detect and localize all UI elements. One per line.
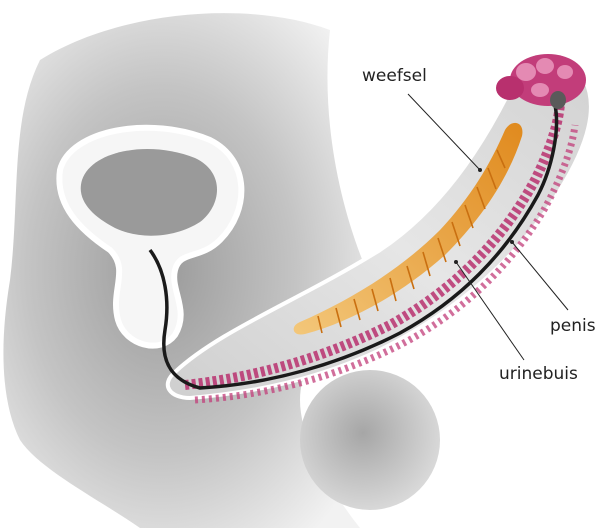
label-penis: penis — [550, 318, 596, 335]
scrotum — [300, 370, 440, 510]
leader-dot-penis — [510, 240, 514, 244]
leader-dot-weefsel — [478, 168, 482, 172]
leader-line-weefsel — [408, 94, 480, 170]
label-urinebuis: urinebuis — [499, 366, 578, 383]
label-weefsel: weefsel — [362, 68, 427, 85]
leader-line-penis — [512, 242, 568, 310]
leader-dot-urinebuis — [454, 260, 458, 264]
